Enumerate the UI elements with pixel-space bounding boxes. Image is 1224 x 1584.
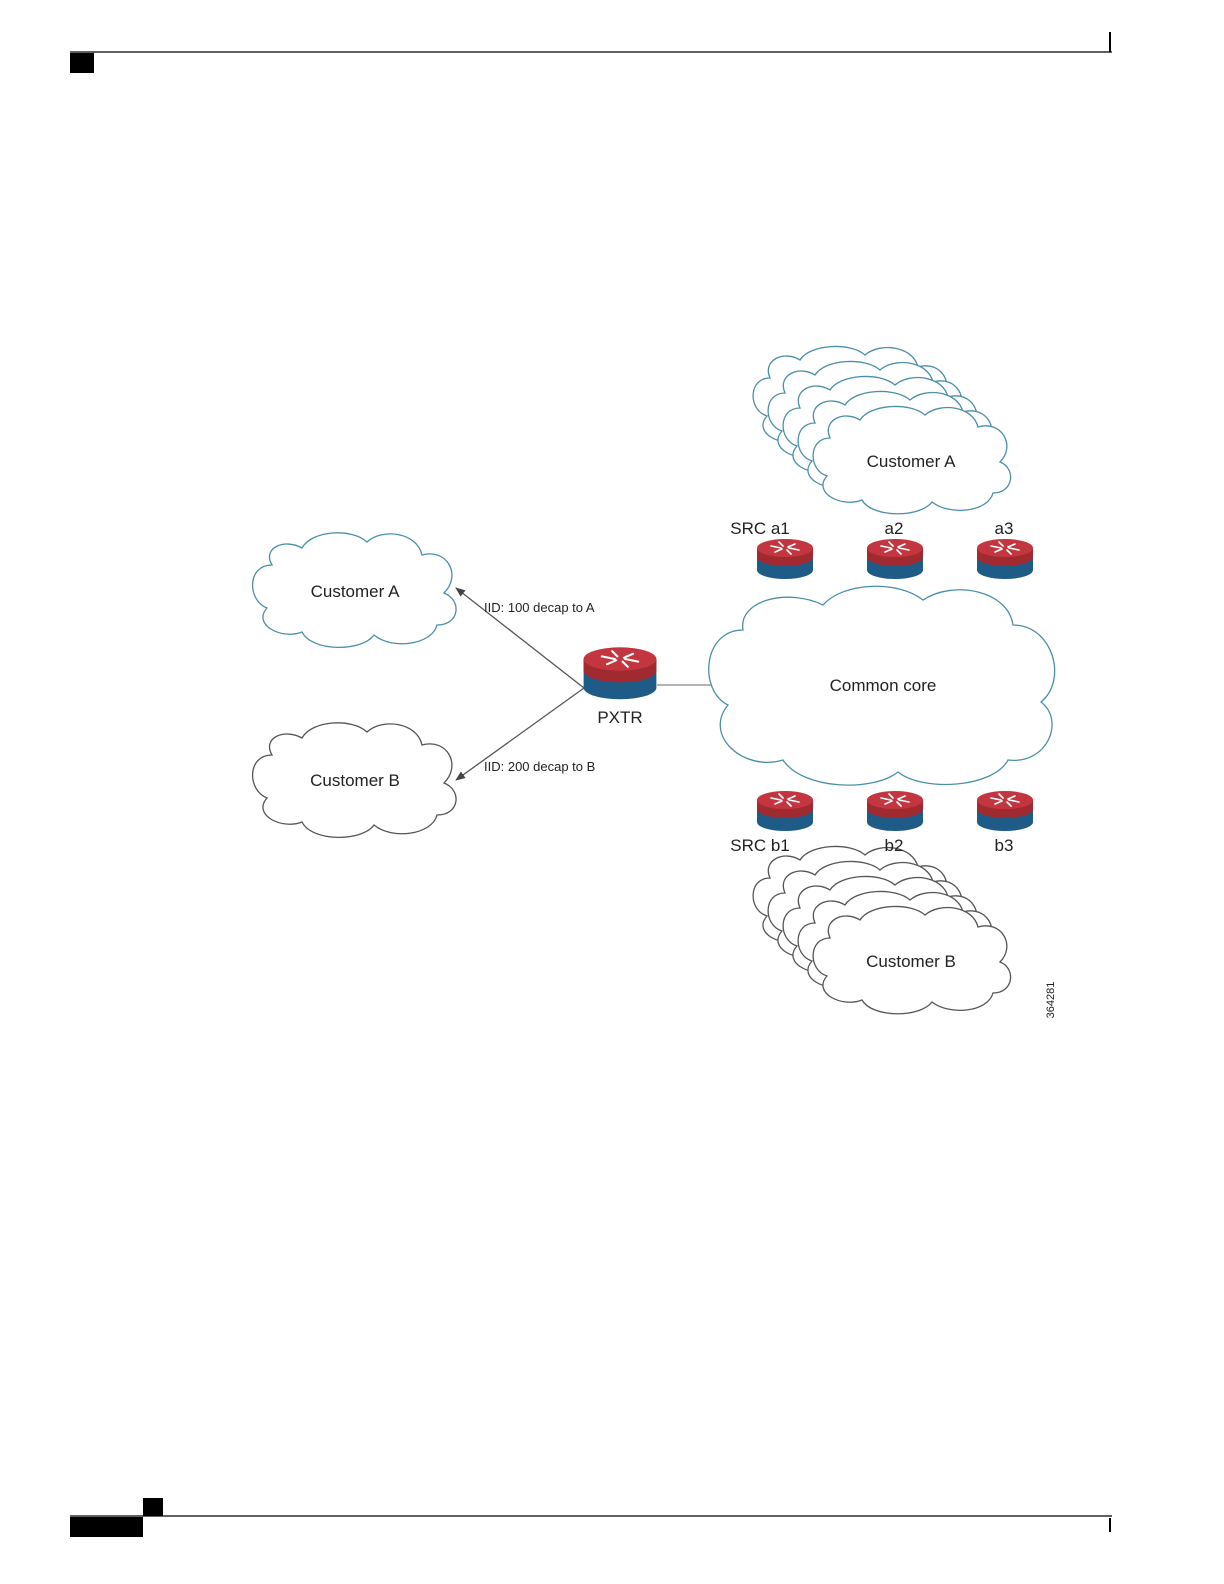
router-a1-label: SRC a1 [730,519,790,538]
cloud-common-core-label: Common core [830,676,937,695]
router-a3: a3 [977,519,1033,579]
cloud-customer-a-top-label: Customer A [867,452,956,471]
router-b1-icon [757,791,813,831]
router-pxtr: PXTR [584,647,657,727]
router-a1-icon [757,539,813,579]
link-label-to-b: IID: 200 decap to B [484,759,595,774]
router-b1-label: SRC b1 [730,836,790,855]
cloud-customer-b-bottom-label: Customer B [866,952,956,971]
router-a1: SRC a1 [730,519,813,579]
link-label-to-a: IID: 100 decap to A [484,600,595,615]
cloud-common-core: Common core [709,586,1055,785]
router-a2: a2 [867,519,923,579]
router-b3: b3 [977,791,1033,855]
router-b2-icon [867,791,923,831]
cloud-customer-b-left-label: Customer B [310,771,400,790]
router-pxtr-label: PXTR [597,708,642,727]
router-b3-icon [977,791,1033,831]
router-b1: SRC b1 [730,791,813,855]
router-b2: b2 [867,791,923,855]
figure-number: 364281 [1045,982,1057,1019]
router-b2-label: b2 [885,836,904,855]
cloud-stack-customer-a: Customer A [753,346,1010,513]
cloud-customer-b-left: Customer B [253,723,456,838]
router-a3-icon [977,539,1033,579]
cloud-customer-a-left-label: Customer A [311,582,400,601]
router-b3-label: b3 [995,836,1014,855]
cloud-customer-a-left: Customer A [253,533,456,648]
router-a2-label: a2 [885,519,904,538]
router-a3-label: a3 [995,519,1014,538]
cloud-stack-customer-b: Customer B [753,846,1010,1013]
router-pxtr-icon [584,647,657,699]
router-a2-icon [867,539,923,579]
